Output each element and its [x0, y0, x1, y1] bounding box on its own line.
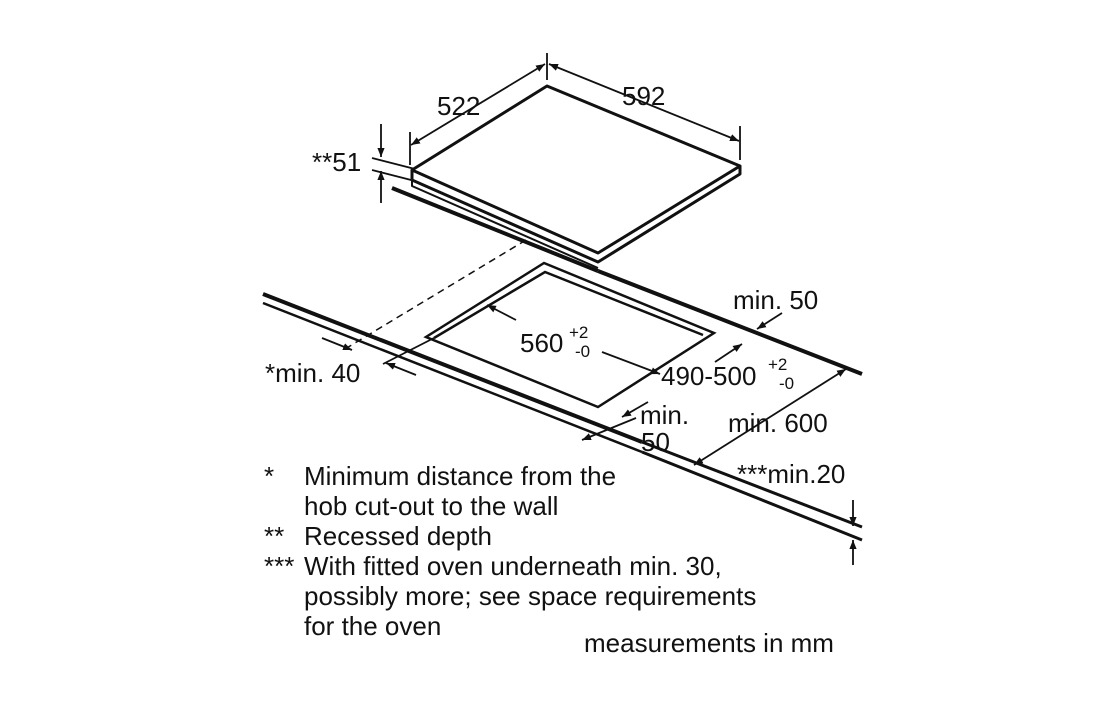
footnote-3-mark: ***: [264, 551, 295, 581]
units-note: measurements in mm: [584, 628, 834, 658]
footnote-3-line-1: With fitted oven underneath min. 30,: [304, 551, 722, 581]
dim-min40-arrow-right: [385, 362, 417, 376]
worktop-left-bottom-edge: [262, 301, 643, 454]
dim-51-label: **51: [312, 147, 361, 177]
dim-560-arrow-right: [601, 351, 661, 375]
dim-min600-label: min. 600: [728, 408, 828, 438]
dim-490-tol-plus: +2: [768, 355, 787, 374]
footnote-2-line-1: Recessed depth: [304, 521, 492, 551]
dim-min40-ext: [382, 337, 435, 365]
worktop: [262, 269, 863, 542]
footnote-3-line-2: possibly more; see space requirements: [304, 581, 757, 611]
worktop-front-top-edge: [641, 440, 863, 529]
cutout-inner-edge: [433, 270, 704, 340]
dim-560-tol-minus: -0: [575, 342, 590, 361]
dim-51-ext-bottom: [371, 169, 416, 182]
dim-490-label: 490-500: [661, 361, 756, 391]
dim-592-label: 592: [622, 81, 665, 111]
dim-522-arrow: [410, 63, 546, 146]
dim-490-tol-minus: -0: [779, 374, 794, 393]
dimension-lines: [321, 53, 857, 565]
dim-min50-back-arrow: [756, 312, 783, 330]
dim-490-arrow-bottom: [621, 401, 649, 418]
worktop-left-top-edge: [262, 292, 643, 444]
dim-min20-label: ***min.20: [737, 459, 845, 489]
dim-560-tol-plus: +2: [569, 323, 588, 342]
hob-base-line: [391, 186, 599, 273]
dim-min50-back-label: min. 50: [733, 285, 818, 315]
dim-min50-front-label-a: min.: [640, 400, 689, 430]
hob-cutout: [423, 261, 717, 409]
footnotes: * Minimum distance from the hob cut-out …: [264, 461, 864, 641]
dim-560-arrow-left: [486, 304, 517, 321]
dim-592-arrow: [548, 63, 740, 142]
dim-min50-front-label-b: 50: [641, 427, 670, 457]
dim-min40-label: *min. 40: [265, 358, 360, 388]
dim-51-ext-top: [371, 157, 416, 170]
cutout-outer-edge: [423, 261, 717, 409]
footnote-1-line-1: Minimum distance from the: [304, 461, 617, 491]
dim-490-arrow-top: [714, 343, 743, 363]
dim-560-label: 560: [520, 328, 563, 358]
worktop-front-bottom-edge: [641, 450, 863, 542]
footnote-3-line-3: for the oven: [304, 611, 442, 641]
dim-min600-arrow: [693, 368, 847, 466]
dim-min50-front-arrow: [581, 417, 637, 441]
dim-522-label: 522: [437, 91, 480, 121]
projection-dashed-line: [344, 239, 527, 350]
dim-min40-arrow-left: [321, 337, 353, 351]
footnote-2-mark: **: [264, 521, 285, 551]
worktop-back-edge: [597, 269, 863, 376]
footnote-1-line-2: hob cut-out to the wall: [304, 491, 559, 521]
footnote-1-mark: *: [264, 461, 275, 491]
